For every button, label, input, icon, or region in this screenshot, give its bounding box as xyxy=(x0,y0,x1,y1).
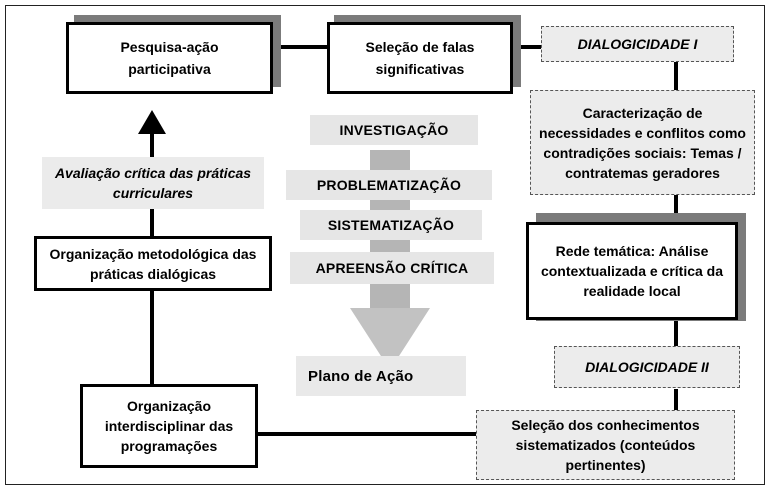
stage-apreensao-critica: APREENSÃO CRÍTICA xyxy=(290,252,494,284)
stage-investigacao: INVESTIGAÇÃO xyxy=(310,115,478,145)
stage-sistematizacao: SISTEMATIZAÇÃO xyxy=(300,210,482,240)
dialogicidade-1-label: DIALOGICIDADE I xyxy=(577,36,698,52)
connector-line xyxy=(150,208,154,238)
selecao-falas-label: Seleção de falas significativas xyxy=(365,39,475,77)
connector-line xyxy=(674,389,678,411)
connector-line xyxy=(674,62,678,90)
connector-line xyxy=(674,195,678,223)
avaliacao-critica-label: Avaliação crítica das práticas curricula… xyxy=(54,165,252,201)
connector-line xyxy=(674,319,678,346)
dialogicidade-1-box: DIALOGICIDADE I xyxy=(541,26,734,62)
connector-line xyxy=(511,45,541,49)
connector-line xyxy=(271,45,327,49)
stage-label: PROBLEMATIZAÇÃO xyxy=(316,177,462,193)
stage-problematizacao: PROBLEMATIZAÇÃO xyxy=(286,170,492,200)
organizacao-interdisciplinar-label: Organização interdisciplinar das program… xyxy=(104,398,234,454)
rede-tematica-label: Rede temática: Análise contextualizada e… xyxy=(540,243,724,299)
pesquisa-acao-label: Pesquisa-ação participativa xyxy=(120,39,219,77)
selecao-conhecimentos-label: Seleção dos conhecimentos sistematizados… xyxy=(511,417,700,473)
caracterizacao-label: Caracterização de necessidades e conflit… xyxy=(539,104,746,181)
stage-label: INVESTIGAÇÃO xyxy=(339,122,449,138)
rede-tematica-box: Rede temática: Análise contextualizada e… xyxy=(526,222,738,320)
stage-label: APREENSÃO CRÍTICA xyxy=(315,260,469,276)
plano-de-acao-box: Plano de Ação xyxy=(296,356,466,396)
up-arrow-icon xyxy=(138,110,166,134)
organizacao-metodologica-label: Organização metodológica das práticas di… xyxy=(49,245,257,282)
selecao-conhecimentos-box: Seleção dos conhecimentos sistematizados… xyxy=(476,410,735,480)
avaliacao-critica-box: Avaliação crítica das práticas curricula… xyxy=(42,157,264,209)
organizacao-interdisciplinar-box: Organização interdisciplinar das program… xyxy=(80,384,258,468)
connector-line xyxy=(150,288,154,384)
dialogicidade-2-label: DIALOGICIDADE II xyxy=(585,359,709,375)
caracterizacao-box: Caracterização de necessidades e conflit… xyxy=(530,90,755,195)
dialogicidade-2-box: DIALOGICIDADE II xyxy=(554,346,740,388)
diagram-frame xyxy=(5,5,765,485)
selecao-falas-box: Seleção de falas significativas xyxy=(327,22,513,94)
connector-line xyxy=(150,132,154,157)
organizacao-metodologica-box: Organização metodológica das práticas di… xyxy=(34,236,272,291)
connector-line xyxy=(256,432,476,436)
pesquisa-acao-box: Pesquisa-ação participativa xyxy=(66,22,273,94)
stage-label: SISTEMATIZAÇÃO xyxy=(327,217,455,233)
plano-de-acao-label: Plano de Ação xyxy=(308,367,414,385)
